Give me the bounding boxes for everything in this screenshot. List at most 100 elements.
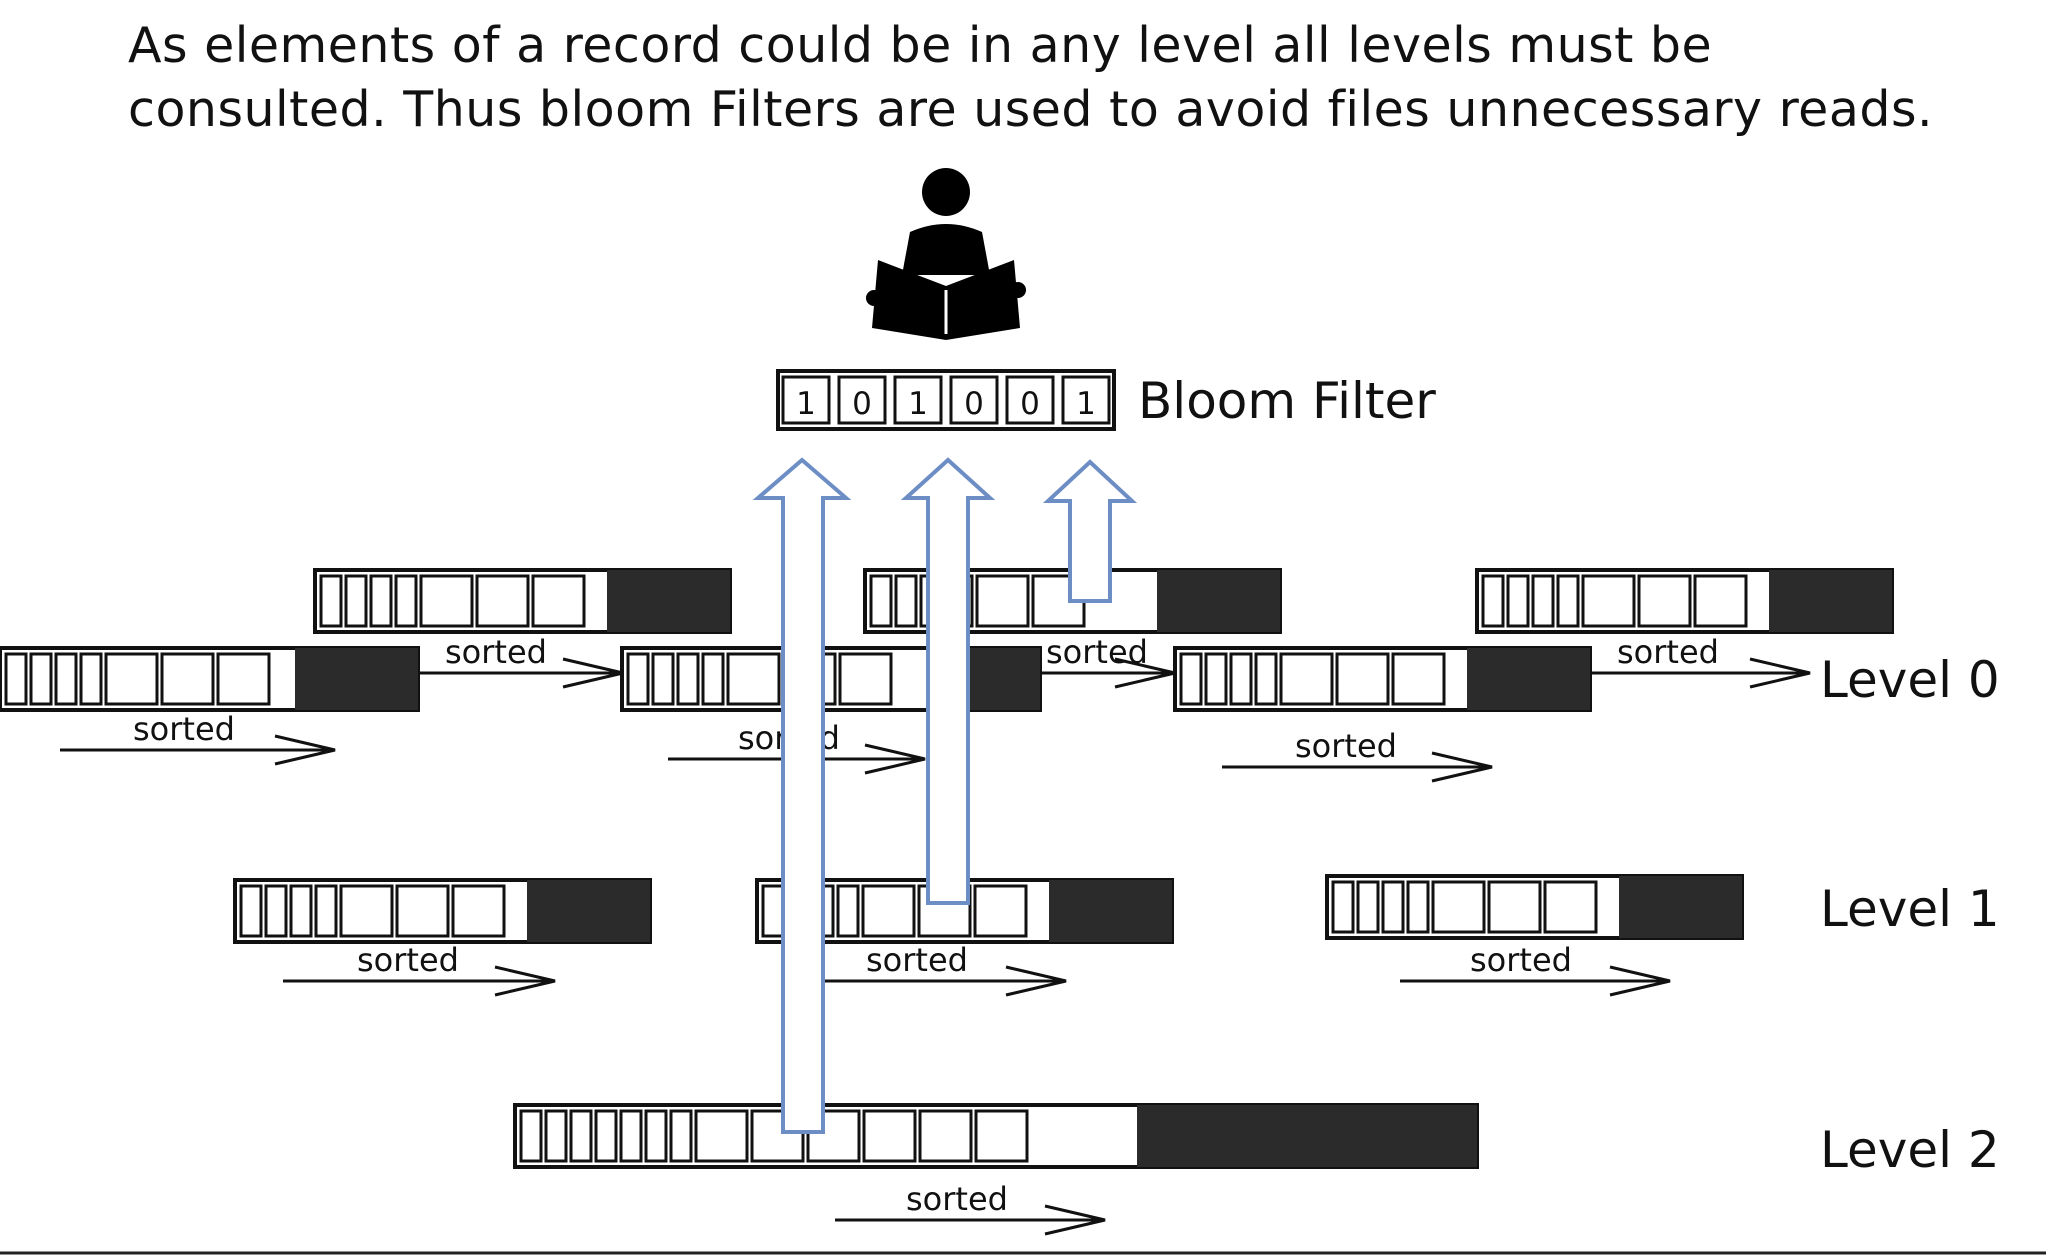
sstable-dark-segment (1467, 648, 1590, 710)
sorted-label: sorted (1617, 633, 1719, 671)
sstable-cell (918, 1109, 973, 1163)
up-arrow-icon (900, 457, 996, 905)
sstable-dark-segment (1769, 570, 1892, 632)
level-2-label: Level 2 (1820, 1121, 2000, 1179)
bloom-filter-bit: 1 (908, 386, 928, 422)
sstable-cell (419, 574, 474, 628)
sstable-cell (1481, 574, 1505, 628)
bloom-filter-bit: 0 (1020, 386, 1040, 422)
bloom-filter-bit: 1 (796, 386, 816, 422)
sstable-cell (239, 884, 263, 938)
sorted-label: sorted (445, 633, 547, 671)
up-arrow-icon (1042, 459, 1138, 603)
sstable-cell (694, 1109, 749, 1163)
sstable-cell (676, 652, 700, 706)
bloom-filter-bit: 0 (964, 386, 984, 422)
sstable-cell (319, 574, 343, 628)
sorted-arrow: sorted (1590, 633, 1811, 689)
sstable-dark-segment (1157, 570, 1280, 632)
sstable-cell (519, 1109, 543, 1163)
caption-line-2: consulted. Thus bloom Filters are used t… (128, 81, 1934, 138)
sstable-cell (1487, 880, 1542, 934)
up-arrows (752, 457, 1138, 1134)
sstable-cell (79, 652, 103, 706)
sstable-cell (4, 652, 28, 706)
sstable-cell (531, 574, 586, 628)
bloom-filter-bit-cell (837, 375, 887, 425)
bloom-filter-bit-cell (1005, 375, 1055, 425)
sstable-cell (395, 884, 450, 938)
up-arrow-icon (752, 457, 852, 1134)
sstable-cell (1693, 574, 1748, 628)
sstable-cell (264, 884, 288, 938)
sorted-arrow: sorted (835, 1180, 1106, 1236)
sstable-cell (1406, 880, 1430, 934)
level-1-label: Level 1 (1820, 880, 2000, 938)
sstable-cell (29, 652, 53, 706)
sorted-label: sorted (866, 941, 968, 979)
sstable-cell (569, 1109, 593, 1163)
sorted-label: sorted (906, 1180, 1008, 1218)
sstable-cell (644, 1109, 668, 1163)
caption: As elements of a record could be in any … (128, 14, 1988, 142)
sorted-arrow: sorted (418, 633, 624, 689)
sstable-cell (1335, 652, 1390, 706)
sstable-cell (975, 574, 1030, 628)
sstable-cell (369, 574, 393, 628)
sstable-cell (626, 652, 650, 706)
sstable-cell (1254, 652, 1278, 706)
sstable-cell (1204, 652, 1228, 706)
sstable-cell (216, 652, 271, 706)
bloom-filter-bit: 1 (1076, 386, 1096, 422)
sstable-cell (669, 1109, 693, 1163)
sstable-dark-segment (1619, 876, 1742, 938)
sstable-cell (1506, 574, 1530, 628)
sstable-cell (1179, 652, 1203, 706)
sstable-cell (160, 652, 215, 706)
sstable-cell (1229, 652, 1253, 706)
sstable-cell (1331, 880, 1355, 934)
sorted-arrow: sorted (1400, 941, 1671, 997)
sorted-label: sorted (1470, 941, 1572, 979)
sstable-block (313, 568, 732, 634)
sorted-label: sorted (357, 941, 459, 979)
sstable-cell (1637, 574, 1692, 628)
sstable-dark-segment (1049, 880, 1172, 942)
sstable-block (233, 878, 652, 944)
sstable-cell (1279, 652, 1334, 706)
sstable-cell (806, 1109, 861, 1163)
sstable-cell (1381, 880, 1405, 934)
sstable-cell (314, 884, 338, 938)
sstable-cell (862, 1109, 917, 1163)
bloom-filter-label: Bloom Filter (1138, 372, 1436, 430)
sstable-cell (1556, 574, 1580, 628)
sstable-dark-segment (607, 570, 730, 632)
sstable-cell (289, 884, 313, 938)
sstable-cell (894, 574, 918, 628)
sstable-cell (394, 574, 418, 628)
sstable-cell (451, 884, 506, 938)
bloom-filter-bit: 0 (852, 386, 872, 422)
caption-line-1: As elements of a record could be in any … (128, 17, 1713, 74)
sstable-block (513, 1103, 1479, 1169)
sorted-arrow: sorted (283, 941, 556, 997)
sstable-cell (1356, 880, 1380, 934)
sstable-dark-segment (527, 880, 650, 942)
sstable-cell (701, 652, 725, 706)
sstable-block (620, 646, 1042, 712)
sorted-label: sorted (1295, 727, 1397, 765)
sstable-cell (339, 884, 394, 938)
sstable-block (0, 646, 420, 712)
sstable-cell (544, 1109, 568, 1163)
bloom-filter-bit-cell (893, 375, 943, 425)
sstable-cell (594, 1109, 618, 1163)
sorted-arrow: sorted (818, 941, 1067, 997)
sstable-dark-segment (1137, 1105, 1477, 1167)
sstable-block (1475, 568, 1894, 634)
sstable-cell (1581, 574, 1636, 628)
sorted-arrow: sorted (60, 710, 336, 766)
sstable-cell (1531, 574, 1555, 628)
bloom-filter-bit-cell (781, 375, 831, 425)
